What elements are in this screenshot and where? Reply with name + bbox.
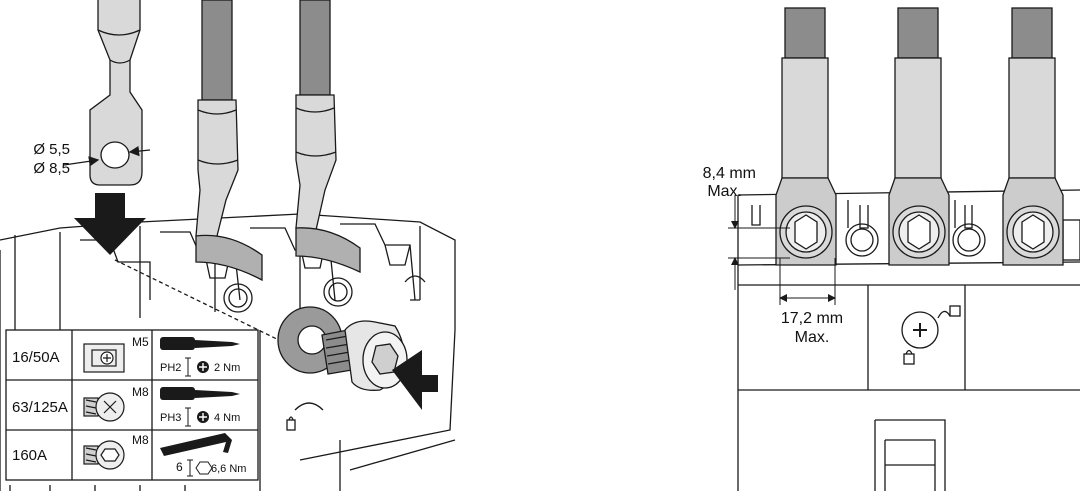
phillips-drive-icon — [185, 407, 209, 427]
cage-clamp-screw-icon — [83, 343, 125, 373]
tool-label: PH3 — [160, 412, 181, 424]
incoming-cable-lug — [89, 0, 143, 186]
phillips-screw-icon — [83, 392, 125, 422]
hex-drive-icon — [187, 459, 213, 477]
width-value-label: 17,2 mm — [781, 310, 843, 327]
screw-size-label: M8 — [132, 385, 149, 399]
thickness-value-label: 8,4 mm — [703, 165, 756, 182]
cable-b — [888, 7, 950, 266]
tool-label: PH2 — [160, 362, 181, 374]
screw-size-label: M8 — [132, 433, 149, 447]
cable-1 — [195, 0, 263, 282]
hex-socket-screw-icon — [83, 440, 125, 470]
width-note-label: Max. — [795, 329, 830, 346]
screwdriver-icon — [160, 387, 240, 400]
lock-screw-icon — [901, 305, 961, 365]
screwdriver-icon — [160, 337, 240, 350]
lug-diameter-large-label: Ø 8,5 — [33, 160, 70, 177]
phillips-drive-icon — [185, 357, 209, 377]
torque-label: 4 Nm — [214, 412, 240, 424]
thickness-note-label: Max. — [707, 183, 742, 200]
rating-label: 160A — [12, 447, 47, 464]
torque-spec-table: 16/50A M5 PH2 2 Nm 63/125A — [5, 329, 259, 481]
right-panel — [728, 7, 1080, 491]
screw-size-label: M5 — [132, 335, 149, 349]
left-panel — [0, 0, 456, 491]
table-row: 16/50A M5 PH2 2 Nm — [12, 335, 240, 377]
cable-2 — [295, 0, 361, 274]
table-row: 160A M8 6 6,6 Nm — [12, 433, 246, 477]
allen-key-icon — [160, 433, 232, 456]
cable-c — [1002, 7, 1064, 266]
table-row: 63/125A M8 PH3 4 Nm — [12, 385, 240, 427]
rating-label: 16/50A — [12, 349, 60, 366]
torque-label: 6,6 Nm — [211, 463, 246, 475]
tool-label: 6 — [176, 460, 183, 474]
rating-label: 63/125A — [12, 399, 68, 416]
cable-a — [775, 7, 837, 266]
lug-diameter-small-label: Ø 5,5 — [33, 141, 70, 158]
push-arrow-icon — [392, 350, 438, 410]
torque-label: 2 Nm — [214, 362, 240, 374]
insert-down-arrow-icon — [74, 193, 146, 255]
